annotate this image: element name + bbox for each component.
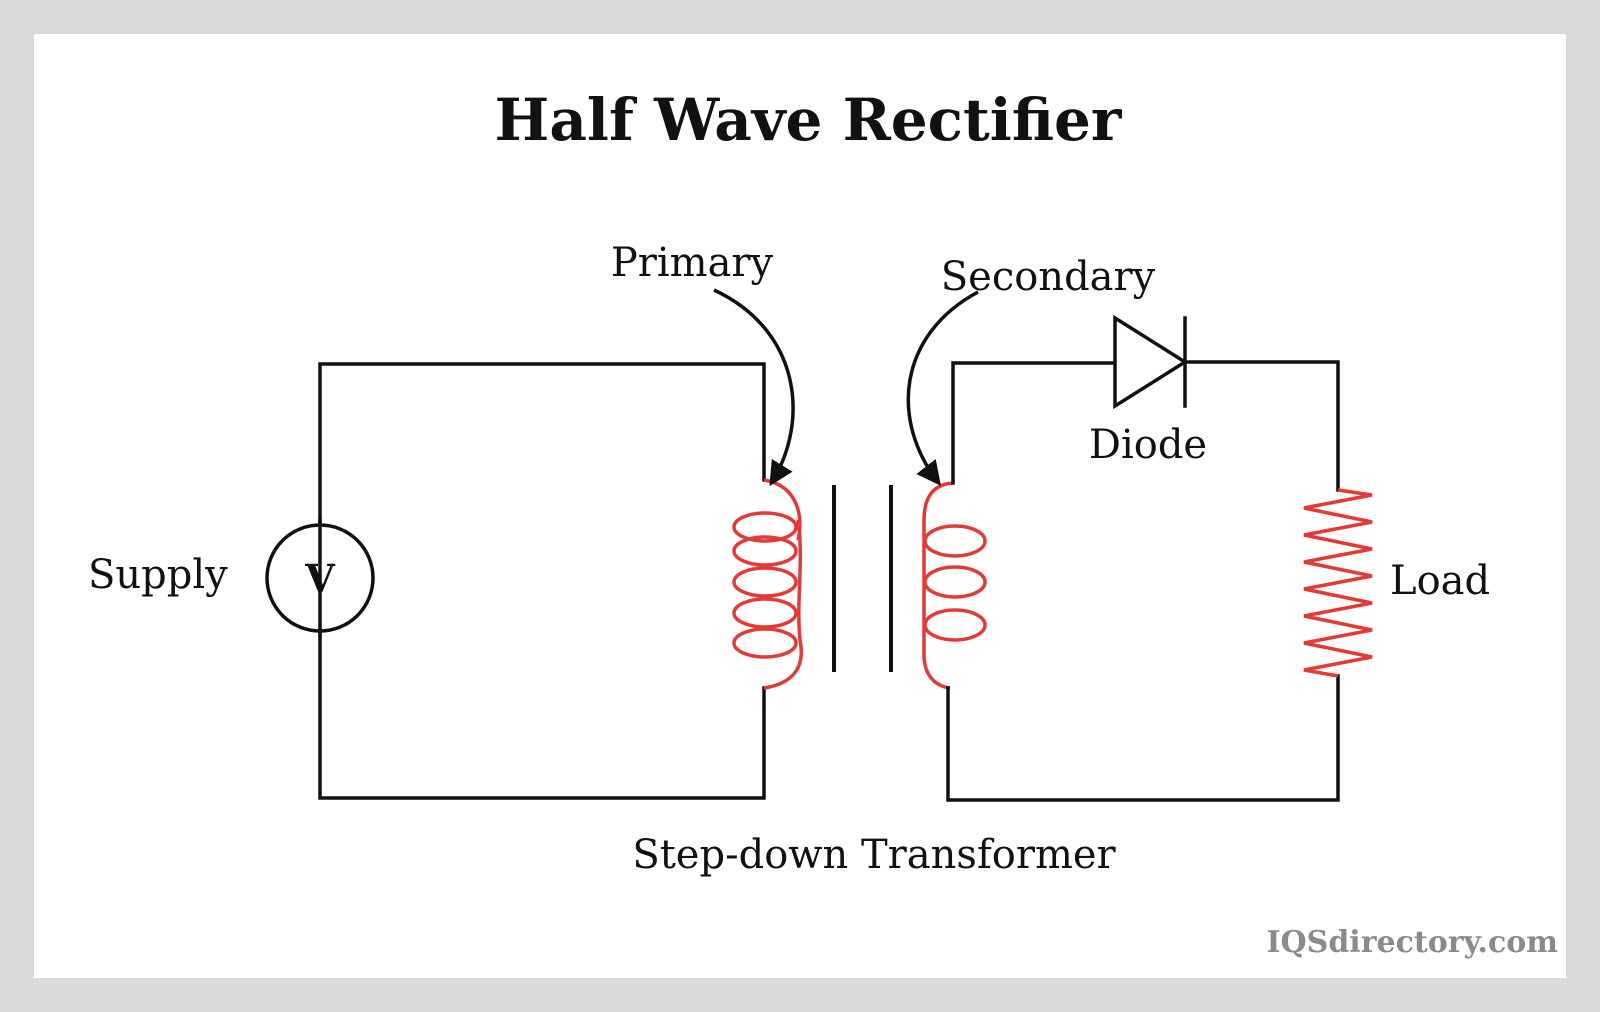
secondary-circuit-wire — [946, 360, 1340, 802]
primary-arrow-icon — [713, 288, 795, 487]
secondary-coil-icon — [922, 481, 987, 690]
load-label: Load — [1390, 558, 1490, 604]
primary-circuit-wire — [318, 362, 766, 800]
primary-label: Primary — [611, 240, 774, 286]
supply-label: Supply — [88, 552, 228, 598]
voltmeter-symbol: V — [304, 556, 336, 601]
load-resistor-icon — [1303, 488, 1373, 678]
diode-label: Diode — [1089, 422, 1207, 468]
primary-coil-icon — [732, 478, 803, 690]
diode-icon — [1113, 314, 1189, 410]
watermark: IQSdirectory.com — [1267, 925, 1559, 960]
secondary-arrow-icon — [906, 290, 979, 486]
transformer-label: Step-down Transformer — [632, 832, 1116, 878]
diagram-title: Half Wave Rectifier — [495, 86, 1123, 154]
supply-voltmeter-icon: V — [265, 518, 375, 638]
